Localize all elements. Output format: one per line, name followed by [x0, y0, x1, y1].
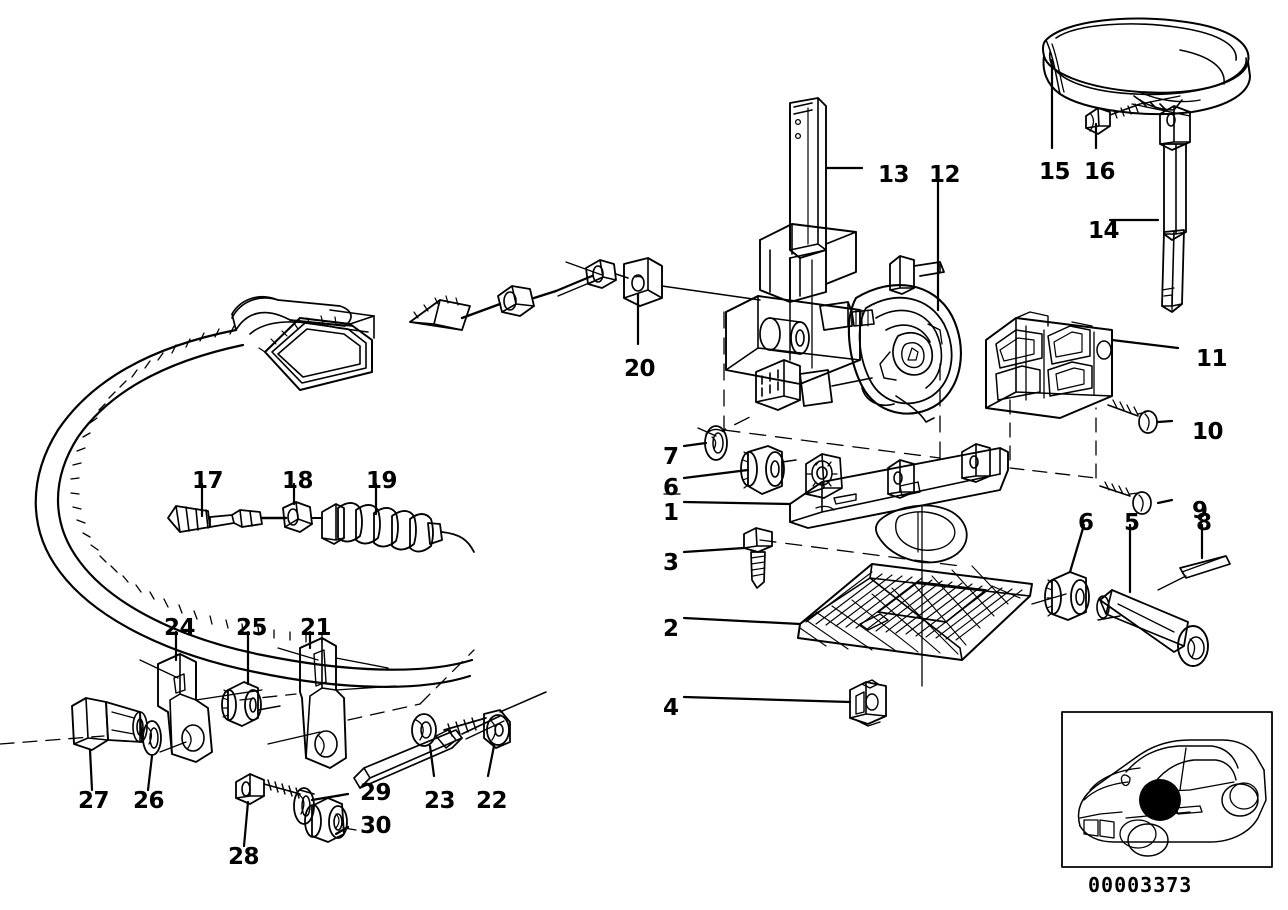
callout-20[interactable]: 20 — [624, 356, 656, 382]
bushing-retainer-30 — [304, 797, 357, 843]
washer-26 — [142, 720, 162, 756]
shift-knob — [1041, 17, 1251, 117]
callout-6-lower[interactable]: 6 — [1078, 510, 1094, 536]
threaded-stud-bolt-28 — [235, 773, 315, 805]
callout-19[interactable]: 19 — [366, 468, 398, 494]
callout-13[interactable]: 13 — [878, 162, 910, 188]
callout-10[interactable]: 10 — [1192, 419, 1224, 445]
hex-socket-bolt-22 — [443, 709, 511, 749]
bushing-6-lower — [1031, 571, 1090, 621]
pan-head-screw-10 — [1107, 399, 1158, 434]
callout-4[interactable]: 4 — [663, 695, 679, 721]
callout-5[interactable]: 5 — [1124, 510, 1140, 536]
connecting-rod — [353, 691, 547, 789]
callout-7[interactable]: 7 — [663, 444, 679, 470]
lower-construction-lines — [0, 649, 475, 745]
callout-16[interactable]: 16 — [1084, 159, 1116, 185]
bowden-cable-assembly — [34, 295, 474, 688]
callout-29[interactable]: 29 — [360, 780, 392, 806]
callout-27[interactable]: 27 — [78, 788, 110, 814]
selector-rod — [1159, 105, 1191, 313]
cable-retaining-clip — [849, 679, 887, 727]
callout-15[interactable]: 15 — [1039, 159, 1071, 185]
cable-adjuster-barrel — [167, 505, 288, 533]
cable-lock-nut — [282, 501, 323, 533]
diagram-id-label: 00003373 — [1088, 873, 1193, 897]
callout-8[interactable]: 8 — [1196, 510, 1212, 536]
selector-mounting-bracket-plate — [789, 443, 1009, 564]
callout-11[interactable]: 11 — [1196, 346, 1228, 372]
callout-12[interactable]: 12 — [929, 162, 961, 188]
callout-23[interactable]: 23 — [424, 788, 456, 814]
callout-28[interactable]: 28 — [228, 844, 260, 870]
callout-3[interactable]: 3 — [663, 550, 679, 576]
shift-gate-detent-plate — [985, 311, 1113, 479]
roll-pin-8 — [1157, 555, 1231, 591]
callout-21[interactable]: 21 — [300, 615, 332, 641]
hex-head-bolt-3 — [743, 527, 773, 589]
bushing-seat-on-bracket — [805, 453, 843, 499]
callout-18[interactable]: 18 — [282, 468, 314, 494]
callout-22[interactable]: 22 — [476, 788, 508, 814]
selector-lever-housing — [725, 223, 962, 423]
callout-26[interactable]: 26 — [133, 788, 165, 814]
pivot-shaft-pin-5 — [1096, 589, 1209, 667]
callout-17[interactable]: 17 — [192, 468, 224, 494]
shift-lever-shaft — [789, 97, 827, 259]
callout-1[interactable]: 1 — [663, 500, 679, 526]
cable-upper-end-assembly — [409, 257, 761, 331]
callout-24[interactable]: 24 — [164, 615, 196, 641]
callout-30[interactable]: 30 — [360, 813, 392, 839]
knob-set-screw — [1085, 95, 1181, 135]
support-bracket-24 — [139, 653, 263, 763]
callout-25[interactable]: 25 — [236, 615, 268, 641]
sleeve-nut-27 — [71, 697, 148, 751]
callout-2[interactable]: 2 — [663, 616, 679, 642]
pan-head-screw-9 — [1099, 481, 1152, 515]
vehicle-location-inset — [1061, 711, 1273, 868]
rubber-bellows-boot — [321, 502, 475, 553]
mesh-insulation-gasket-plate — [797, 505, 1033, 687]
callout-6-upper[interactable]: 6 — [663, 475, 679, 501]
selector-lever-arm-21 — [267, 637, 397, 769]
washer-23 — [411, 713, 437, 747]
washer-ring-7 — [697, 425, 728, 461]
callout-9[interactable]: 9 — [1192, 498, 1208, 524]
location-dot — [1139, 779, 1181, 821]
callout-14[interactable]: 14 — [1088, 218, 1120, 244]
callout-leader-lines — [88, 58, 1204, 848]
bushing-6-upper — [740, 445, 797, 495]
bushing-25 — [221, 681, 281, 727]
